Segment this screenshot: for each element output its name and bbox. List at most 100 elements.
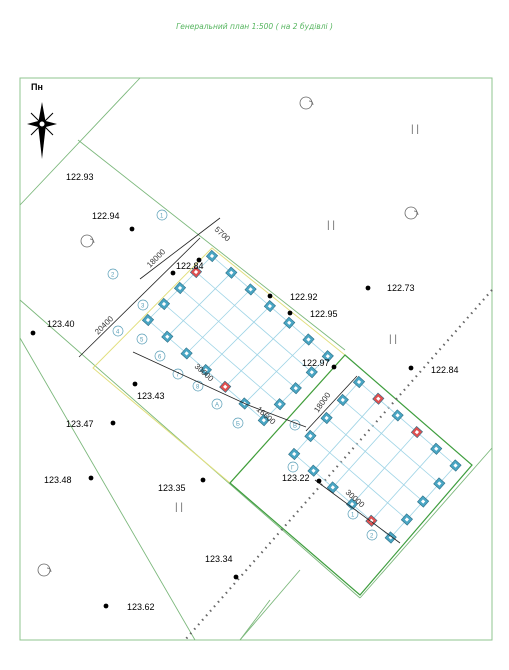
building1-column-marker [257,414,270,427]
north-arrow-icon [27,102,57,159]
building2-column-marker [346,498,359,511]
elevation-point [129,226,135,232]
axis-bubble: Б [232,417,244,429]
building1-column-marker [289,382,302,395]
elevation-point [103,603,109,609]
drawing-title: Генеральний план 1:500 ( на 2 будівлі ) [176,22,333,31]
building2-column-marker [304,429,317,443]
building1-column-marker [189,265,203,279]
elevation-label: 122.95 [310,309,338,319]
building2-column-marker [336,393,349,407]
elevation-point [110,420,116,426]
axis-bubble-label: 3 [141,304,145,310]
north-label: Пн [31,82,43,92]
grass-mark: | | [175,502,183,513]
building2-column-marker [430,442,443,455]
elevation-label: 123.43 [137,391,165,401]
dimension-label: 30000 [193,362,216,384]
elevation-point [200,477,206,483]
building1-column-marker [173,281,187,295]
axis-bubble: 4 [112,325,124,337]
axis-bubble-label: 7 [176,373,180,379]
building2-grid-line [358,381,456,466]
elevation-label: 123.62 [127,602,155,612]
building1-column-marker [141,313,155,327]
elevation-label: 123.35 [158,483,186,493]
building1-column-marker [244,283,257,296]
building2-column-marker [410,426,423,439]
elevation-label: 122.73 [387,283,415,293]
grass-mark: | | [389,334,397,345]
building1-column-marker [199,364,212,377]
building1-grid-line [179,287,297,389]
axis-bubble: 6 [154,350,166,362]
dimension-label: 20400 [93,314,115,336]
axis-bubble-label: Г [291,466,295,472]
elevation-point [170,270,176,276]
building1-column-marker [157,297,171,311]
axis-bubble: 2 [107,268,119,280]
building1-column-marker [161,330,174,343]
tree-icon [404,206,419,220]
tree-symbols [37,96,419,577]
elevation-label: 122.93 [66,172,94,182]
column-markers [141,249,462,544]
dimension-lines [78,217,401,544]
building2-column-marker [372,392,385,405]
axis-bubble: 1 [156,209,168,221]
building2-grid-line [310,435,408,520]
building2-grid-line [326,417,424,502]
building1-column-marker [180,347,193,360]
building1-column-marker [205,249,219,263]
elevation-point [287,310,293,316]
axis-bubble-label: 1 [160,214,164,220]
axis-bubble-label: 1 [351,513,355,519]
building2-column-marker [307,464,320,477]
boundary-lines [19,77,493,641]
building2-column-marker [449,459,462,472]
axis-bubble: 3 [137,299,149,311]
grass-mark: | | [327,220,335,231]
tree-icon [299,96,314,110]
elevation-point [267,293,273,299]
building1-column-marker [219,380,232,393]
elevation-point [233,574,239,580]
building2-column-marker [433,477,446,490]
building1-column-marker [263,300,276,313]
building1-column-marker [283,316,296,329]
building1-column-marker [302,333,315,346]
elevation-point [408,365,414,371]
building1-grid-line [163,303,281,405]
building2-column-marker [320,411,333,425]
axis-bubble: 1 [347,508,359,520]
elevation-point [30,330,36,336]
building1-column-marker [273,398,286,411]
elevation-point [365,285,371,291]
axis-bubble-label: 2 [370,534,374,540]
elevation-label: 123.40 [47,319,75,329]
building2-grid-line [342,399,440,484]
building1-grid-line [195,271,313,373]
elevation-label: 122.97 [302,358,330,368]
building1-column-marker [321,350,334,363]
axis-bubble-label: 2 [111,273,115,279]
axis-bubble-label: А [215,403,219,409]
building-outline-2 [229,354,473,596]
axis-bubble-label: 6 [158,355,162,361]
elevation-label: 123.48 [44,475,72,485]
elevation-point [316,478,322,484]
elevation-point [331,364,337,370]
elevation-points [30,226,414,609]
axis-bubble-label: Б [236,422,240,428]
axis-bubble: 2 [366,529,378,541]
elevation-label: 122.92 [290,292,318,302]
building2-column-marker [288,447,301,461]
utility-dotted-line [184,289,493,641]
dimension-label: 18000 [312,390,332,414]
axis-bubble-label: 4 [116,330,120,336]
axis-bubble: 8 [192,380,204,392]
axis-bubble: Г [287,461,299,473]
building1-column-marker [225,266,238,279]
elevation-point [132,381,138,387]
